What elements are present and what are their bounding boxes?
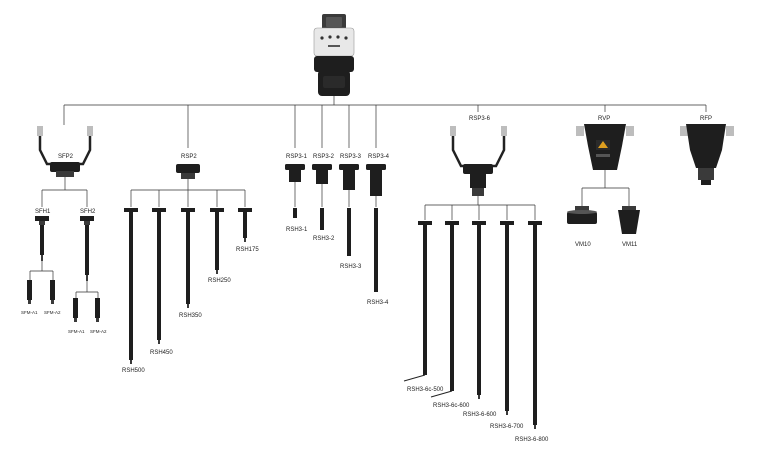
rsh3-4-label: RSH3-4 [367, 300, 389, 306]
sfh2-label: SFH2 [80, 209, 96, 215]
rsh3-6-600-icon [472, 221, 486, 399]
rsp3-1-icon [285, 164, 305, 182]
rfp-label: RFP [700, 116, 712, 122]
sfm-a1-right-icon [73, 298, 78, 322]
rsp2-label: RSP2 [181, 154, 197, 160]
rsh3-1-icon [293, 208, 297, 218]
sfm-a1-left-icon [27, 280, 32, 304]
rsh3-6-700-icon [500, 221, 514, 415]
rsh3-6c-600-icon [430, 221, 459, 398]
sfm-a2-left-label: SFM-A2 [44, 310, 61, 315]
rsp3-3-icon [339, 164, 359, 190]
rsh3-6c-600-label: RSH3-6c-600 [433, 403, 470, 409]
rsh3-6c-500-icon [403, 221, 432, 382]
rsh3-2-label: RSH3-2 [313, 236, 335, 242]
vm11-icon [618, 206, 640, 234]
rsp3-1-label: RSP3-1 [286, 154, 308, 160]
vm11-label: VM11 [622, 242, 638, 248]
revo-head-icon [313, 14, 355, 96]
rsp3-4-label: RSP3-4 [368, 154, 390, 160]
rsh250-icon [210, 208, 224, 274]
rsp3-6-label: RSP3-6 [469, 116, 491, 122]
rsp3-6-icon [450, 126, 507, 196]
rsh3-6-700-label: RSH3-6-700 [490, 424, 524, 430]
rsh3-3-label: RSH3-3 [340, 264, 362, 270]
rsh3-6c-500-label: RSH3-6c-500 [407, 387, 444, 393]
main-bus-lines [63, 96, 707, 148]
rsh3-6-800-icon [528, 221, 542, 429]
rvp-label: RVP [598, 116, 610, 122]
rsp2-branch: RSP2 [122, 154, 259, 374]
rsh175-icon [238, 208, 252, 242]
sfp2-label: SFP2 [58, 154, 74, 160]
rsh3-3-icon [347, 208, 351, 256]
sfm-a2-left-icon [50, 280, 55, 304]
rsh350-icon [181, 208, 195, 308]
rsh500-label: RSH500 [122, 368, 145, 374]
rsh3-1-label: RSH3-1 [286, 227, 308, 233]
rsp3-6-branch: RSP3-6 [403, 116, 549, 443]
rsh350-label: RSH350 [179, 313, 202, 319]
rsp2-icon [176, 164, 200, 179]
rsp3-branches: RSP3-1 RSP3-2 RSP3-3 RSP3-4 [285, 154, 390, 306]
rsp3-3-label: RSP3-3 [340, 154, 362, 160]
sfh2-icon [80, 216, 94, 281]
rsp3-2-icon [312, 164, 332, 184]
rsh175-label: RSH175 [236, 247, 259, 253]
rsp3-4-icon [366, 164, 386, 196]
vm10-label: VM10 [575, 242, 591, 248]
sfm-a1-left-label: SFM-A1 [21, 310, 38, 315]
sfh1-icon [35, 216, 49, 261]
rsh450-icon [152, 208, 166, 344]
rsp3-2-label: RSP3-2 [313, 154, 335, 160]
rvp-icon [576, 124, 634, 170]
sfm-a2-right-icon [95, 298, 100, 322]
sfh1-label: SFH1 [35, 209, 51, 215]
rsh3-2-icon [320, 208, 324, 230]
rsh3-6-800-label: RSH3-6-800 [515, 437, 549, 443]
rsh450-label: RSH450 [150, 350, 173, 356]
sfp2-icon [37, 126, 93, 177]
vm10-icon [567, 206, 597, 224]
rsh250-label: RSH250 [208, 278, 231, 284]
rsh3-4-icon [374, 208, 378, 292]
sfm-a2-right-label: SFM-A2 [90, 329, 107, 334]
sfp2-branch: SFP2 SFH1 SFH2 [21, 126, 107, 334]
rfp-icon [680, 124, 734, 185]
rfp-branch: RFP [680, 116, 734, 185]
rvp-branch: RVP VM10 VM11 [567, 116, 640, 248]
sfm-a1-right-label: SFM-A1 [68, 329, 85, 334]
rsh500-icon [124, 208, 138, 364]
rsh3-6-600-label: RSH3-6-600 [463, 412, 497, 418]
